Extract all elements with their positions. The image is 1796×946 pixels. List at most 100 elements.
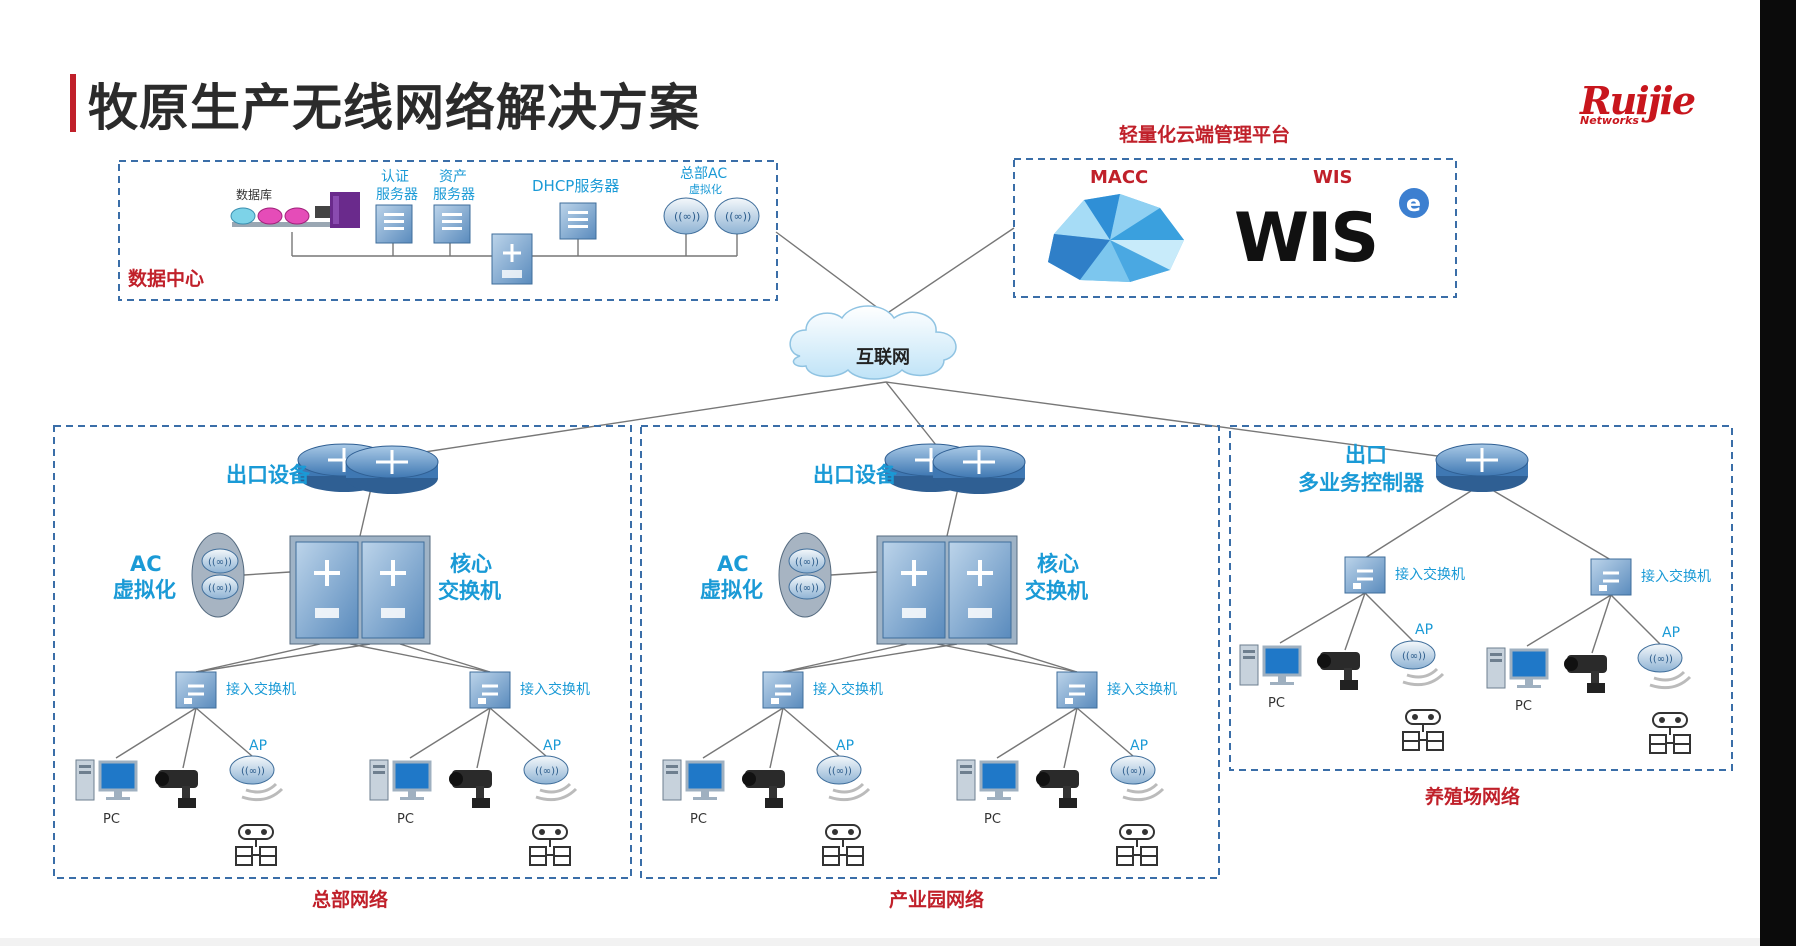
farm-a-link-ap: [1364, 592, 1414, 642]
auth-server-label-2: 服务器: [376, 187, 418, 203]
farm-egress-label-2: 多业务控制器: [1298, 471, 1425, 495]
hq-b-ap-icon: ((∞)): [523, 755, 578, 802]
cloud-platform-title: 轻量化云端管理平台: [1119, 123, 1290, 146]
auth-server-icon: [375, 204, 413, 244]
hq-a-pc-label: PC: [103, 812, 120, 827]
park-ac-label-2: 虚拟化: [700, 578, 763, 602]
farm-a-pc-icon: [1239, 644, 1302, 686]
cloud-platform-contents: 轻量化云端管理平台 MACC WIS WIS e: [1048, 123, 1429, 282]
link-internet-hq: [371, 381, 887, 461]
park-b-ap-icon: ((∞)): [1110, 755, 1165, 802]
svg-text:((∞)): ((∞)): [241, 766, 265, 777]
hq-ac-label-1: 总部AC: [680, 166, 727, 182]
hq-link-core-access-b: [399, 643, 491, 673]
links-layer: [115, 227, 1661, 769]
internet-cloud-icon: [789, 305, 957, 380]
svg-text:((∞)): ((∞)): [674, 210, 700, 223]
farm-a-pc-label: PC: [1268, 696, 1285, 711]
park-b-link-camera: [1063, 707, 1078, 769]
farm-a-robot-icon: [1402, 709, 1444, 751]
farm-a-access-switch-label: 接入交换机: [1395, 566, 1465, 583]
svg-text:((∞)): ((∞)): [208, 583, 232, 594]
database-icon: [230, 192, 360, 228]
park-a-pc-label: PC: [690, 812, 707, 827]
hq-ac-icon: ((∞)) ((∞)): [191, 532, 245, 618]
park-b-camera-icon: [1036, 770, 1079, 808]
svg-text:((∞)): ((∞)): [725, 210, 751, 223]
hq-b-link-pc: [409, 707, 491, 759]
macc-label: MACC: [1090, 167, 1148, 188]
farm-a-ap-label: AP: [1415, 622, 1433, 638]
hq-core-label-1: 核心: [450, 552, 492, 576]
hq-ac-label-2: 虚拟化: [689, 182, 722, 196]
svg-text:((∞)): ((∞)): [795, 557, 819, 568]
park-network-label: 产业园网络: [889, 888, 984, 911]
hq-ac-label-1: AC: [130, 552, 162, 576]
farm-b-link-pc: [1526, 594, 1612, 647]
svg-text:((∞)): ((∞)): [828, 766, 852, 777]
link-cloud-internet: [885, 227, 1015, 315]
farm-a-access-switch-icon: [1344, 556, 1386, 594]
asset-server-label-1: 资产: [439, 169, 467, 185]
hq-ac-icon: ((∞)) ((∞)): [663, 197, 760, 235]
hq-egress-router-icon-b: [345, 445, 439, 494]
hq-b-link-ap: [489, 707, 547, 757]
park-b-link-pc: [996, 707, 1078, 759]
logo-brand: Ruijie: [1580, 78, 1696, 123]
park-b-robot-icon: [1116, 824, 1158, 866]
farm-b-robot-icon: [1649, 712, 1691, 754]
farm-link-egress-access-a: [1364, 483, 1483, 559]
farm-b-ap-label: AP: [1662, 625, 1680, 641]
park-core-label-2: 交换机: [1025, 579, 1088, 603]
svg-text:((∞)): ((∞)): [1402, 651, 1426, 662]
farm-a-ap-icon: ((∞)): [1390, 640, 1445, 687]
macc-logo-icon: [1048, 194, 1184, 282]
farm-network-label: 养殖场网络: [1424, 785, 1520, 808]
farm-network-box: [1229, 425, 1733, 771]
park-network-box: [640, 425, 1220, 879]
farm-link-egress-access-b: [1481, 483, 1612, 561]
hq-core-label-2: 交换机: [438, 579, 501, 603]
right-edge-bar: [1760, 0, 1796, 946]
page-title: 牧原生产无线网络解决方案: [88, 79, 700, 137]
svg-text:((∞)): ((∞)): [208, 557, 232, 568]
park-a-camera-icon: [742, 770, 785, 808]
link-datacenter-internet: [775, 231, 887, 315]
hq-a-access-switch-icon: [175, 671, 217, 709]
farm-a-link-camera: [1344, 592, 1366, 651]
park-a-link-ap: [782, 707, 840, 757]
park-egress-router-icon-b: [932, 445, 1026, 494]
hq-link-ac-core: [243, 571, 291, 576]
park-a-robot-icon: [822, 824, 864, 866]
hq-a-link-pc: [115, 707, 197, 759]
asset-server-icon: [433, 204, 471, 244]
logo-sub: Networks: [1580, 114, 1639, 127]
hq-egress-label: 出口设备: [226, 463, 311, 487]
auth-server-label-1: 认证: [381, 169, 409, 185]
cloud-platform-box: [1013, 158, 1457, 298]
park-b-link-ap: [1076, 707, 1134, 757]
hq-a-ap-icon: ((∞)): [229, 755, 284, 802]
park-a-ap-label: AP: [836, 738, 854, 754]
park-a-link-camera: [769, 707, 784, 769]
datacenter-label: 数据中心: [128, 267, 204, 290]
park-b-ap-label: AP: [1130, 738, 1148, 754]
link-internet-farm: [885, 381, 1483, 463]
park-core-switch-icon: [876, 535, 1018, 645]
hq-b-access-switch-label: 接入交换机: [520, 681, 590, 698]
hq-network-label: 总部网络: [312, 888, 388, 911]
farm-b-access-switch-label: 接入交换机: [1641, 568, 1711, 585]
svg-text:((∞)): ((∞)): [795, 583, 819, 594]
farm-a-link-pc: [1279, 592, 1366, 644]
park-a-access-switch-label: 接入交换机: [813, 681, 883, 698]
hq-a-ap-label: AP: [249, 738, 267, 754]
park-a-link-pc: [702, 707, 784, 759]
park-ac-label-1: AC: [717, 552, 749, 576]
hq-b-ap-label: AP: [543, 738, 561, 754]
svg-text:((∞)): ((∞)): [535, 766, 559, 777]
hq-a-access-switch-label: 接入交换机: [226, 681, 296, 698]
farm-egress-label-1: 出口: [1345, 443, 1387, 467]
farm-b-pc-icon: [1486, 647, 1549, 689]
farm-b-link-camera: [1591, 594, 1612, 654]
hq-a-camera-icon: [155, 770, 198, 808]
